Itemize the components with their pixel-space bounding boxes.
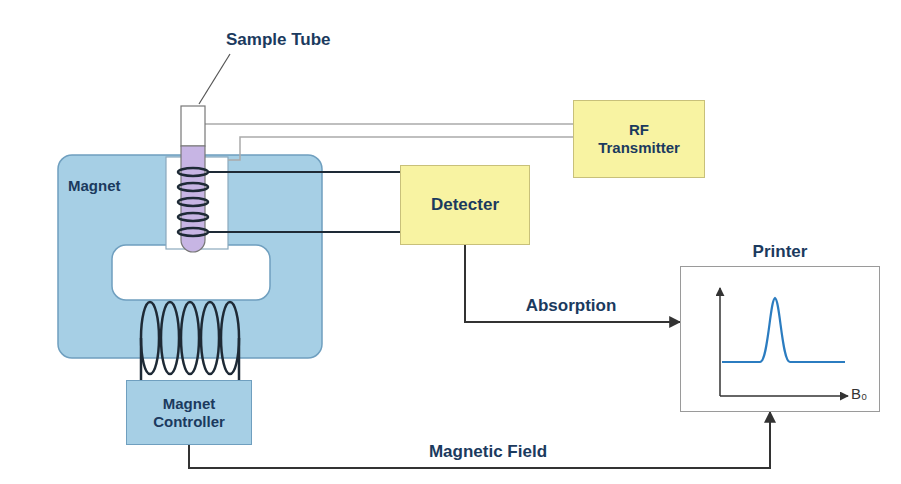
box-label: Detecter xyxy=(431,195,499,215)
printer-paper xyxy=(681,267,879,411)
graph-axis xyxy=(720,395,848,397)
box-label: Magnet Controller xyxy=(134,395,244,431)
rf-wire xyxy=(228,137,573,160)
probe-coil xyxy=(178,168,208,236)
magnet-coil xyxy=(141,302,239,380)
leader-line xyxy=(199,54,230,104)
box-label: RF Transmitter xyxy=(589,121,689,157)
axis-label: B₀ xyxy=(851,385,867,403)
absorption-peak xyxy=(722,298,845,362)
detector-box: Detecter xyxy=(400,165,530,245)
magnet-body: Magnet xyxy=(58,155,322,358)
rf-wire xyxy=(205,123,573,125)
printer-box: Printer xyxy=(680,242,880,412)
signal-label: Absorption xyxy=(523,296,620,316)
device-title: Printer xyxy=(680,242,880,262)
printer-frame xyxy=(680,266,880,412)
transmitter-box: RF Transmitter xyxy=(573,100,705,178)
controller-box: Magnet Controller xyxy=(126,380,252,445)
magnet-gap xyxy=(112,245,270,300)
detector-wire xyxy=(208,171,400,173)
signal-arrow xyxy=(465,245,680,322)
box-label: Magnet xyxy=(68,177,121,195)
graph-axis xyxy=(719,288,721,396)
sample-tube-top xyxy=(181,106,205,146)
part-label: Sample Tube xyxy=(226,30,331,50)
detector-wire xyxy=(208,231,400,233)
signal-label: Magnetic Field xyxy=(426,442,550,462)
signal-arrow xyxy=(189,412,770,468)
